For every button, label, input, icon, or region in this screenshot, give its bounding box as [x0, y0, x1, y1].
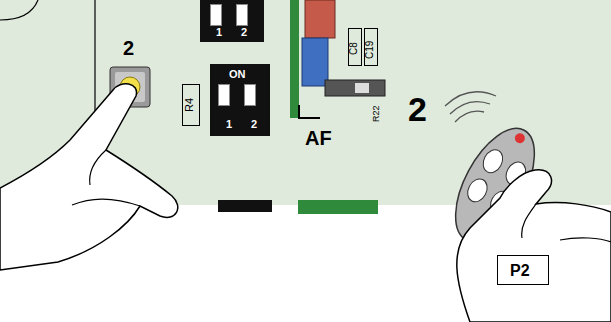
hand	[457, 170, 611, 322]
button-label: P2	[497, 255, 549, 285]
hand	[0, 84, 178, 270]
label-text: R4	[184, 98, 195, 112]
switch-lever	[210, 4, 222, 26]
switch-lever	[236, 4, 248, 26]
label-text: 2	[408, 92, 427, 126]
label-text: AF	[305, 128, 332, 148]
remote-key	[464, 176, 491, 206]
board-corner	[0, 0, 38, 20]
label-text: 2	[251, 119, 257, 130]
label-text: 2	[123, 38, 134, 58]
label-text: ON	[229, 69, 246, 80]
capacitor-label: C8	[348, 28, 362, 66]
hand-detail	[72, 150, 140, 206]
wire	[299, 105, 320, 118]
label-text: P2	[510, 263, 530, 279]
jumper	[325, 80, 385, 96]
red-component	[305, 0, 335, 38]
capacitor-label: C19	[364, 28, 378, 66]
label-text: 1	[216, 27, 222, 38]
switch-lever	[218, 84, 230, 106]
dip-switch: ON 1 2	[210, 64, 270, 136]
label-text: 1	[226, 119, 232, 130]
switch-lever	[244, 84, 256, 106]
blue-component	[302, 38, 328, 86]
jumper-slot	[355, 83, 369, 93]
label-text: R22	[372, 105, 381, 122]
label-text: C19	[365, 41, 375, 59]
resistor-label: R4	[182, 84, 200, 126]
remote-key	[479, 146, 506, 176]
component-bar	[290, 0, 299, 118]
radio-waves	[445, 92, 496, 122]
dip-switch: 12	[200, 0, 264, 42]
label-text: C8	[349, 42, 359, 55]
led	[513, 131, 527, 145]
hand-detail	[522, 204, 611, 242]
connector	[218, 200, 272, 212]
label-text: 2	[241, 27, 247, 38]
connector	[298, 200, 378, 214]
